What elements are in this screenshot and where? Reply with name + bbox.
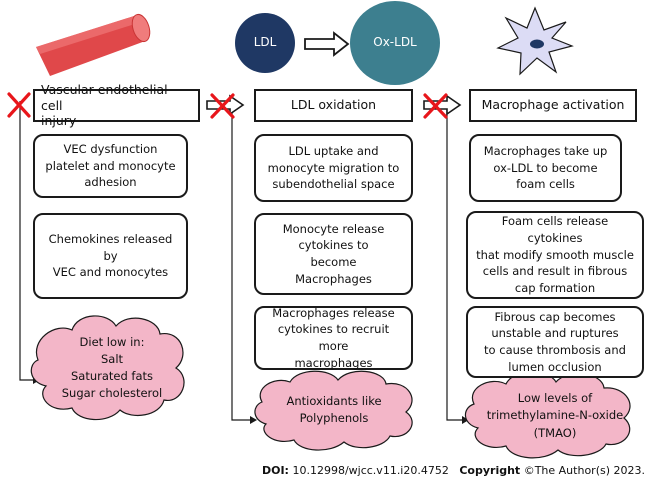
box-vec-dysfunction: VEC dysfunction platelet and monocyte ad… [33, 134, 188, 198]
column2-feed-line [231, 110, 250, 421]
cloud-tmao-text: Low levels of trimethylamine-N-oxide (TM… [486, 391, 624, 440]
box-monocyte-release: Monocyte release cytokines to become Mac… [254, 213, 413, 295]
blood-vessel-icon [36, 13, 151, 76]
box-fibrous-cap: Fibrous cap becomes unstable and rupture… [466, 306, 644, 378]
macrophage-icon [496, 6, 574, 76]
ldl-circle [235, 13, 295, 73]
doi-label: DOI: [261, 464, 289, 477]
footer: DOI: 10.12998/wjcc.v11.i20.4752 Copyrigh… [0, 464, 651, 477]
step-arrow-2-icon [423, 94, 462, 116]
copyright-value: ©The Author(s) 2023. [523, 464, 645, 477]
header-macrophage-activation: Macrophage activation [469, 89, 637, 122]
oxidation-arrow-icon [304, 31, 350, 57]
ox-ldl-label: Ox-LDL [373, 35, 417, 49]
box-chemokines-released: Chemokines released by VEC and monocytes [33, 213, 188, 299]
box-ldl-uptake: LDL uptake and monocyte migration to sub… [254, 134, 413, 202]
box-macrophages-take-up: Macrophages take up ox-LDL to become foa… [469, 134, 622, 202]
inhibit-x-icon-1 [7, 92, 31, 118]
cloud-shape-2 [254, 370, 413, 451]
column1-feed-line [19, 101, 33, 381]
copyright-label: Copyright [459, 464, 521, 477]
doi-value: 10.12998/wjcc.v11.i20.4752 [292, 464, 449, 477]
header-vascular-endothelial-cell-injury: Vascular endothelial cell injury [33, 82, 200, 128]
ox-ldl-circle [350, 1, 440, 85]
box-foam-cells-release: Foam cells release cytokines that modify… [466, 211, 644, 299]
inhibit-x-icon-2 [210, 93, 235, 119]
cloud-shape-1 [30, 315, 185, 421]
column3-feed-line [446, 110, 462, 421]
cloud-diet-text: Diet low in: Salt Saturated fats Sugar c… [61, 334, 163, 401]
box-macrophages-release: Macrophages release cytokines to recruit… [254, 306, 413, 370]
inhibit-x-icon-3 [423, 93, 448, 119]
ldl-label: LDL [253, 35, 277, 49]
header-ldl-oxidation: LDL oxidation [254, 89, 413, 122]
cloud-antioxidants-text: Antioxidants like Polyphenols [286, 393, 382, 425]
